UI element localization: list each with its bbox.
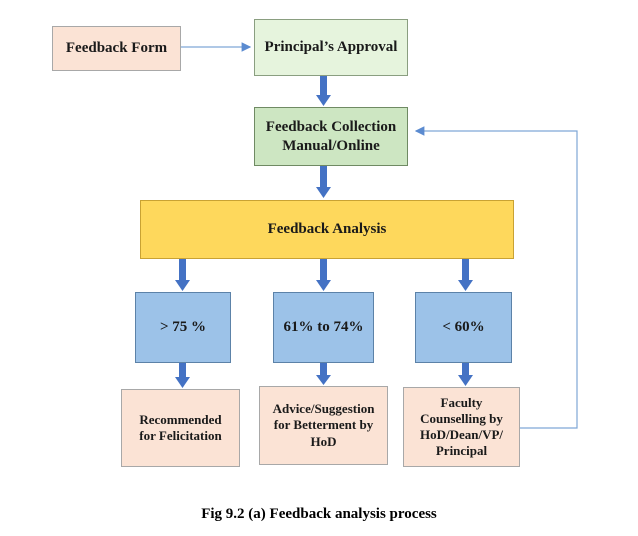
figure-caption: Fig 9.2 (a) Feedback analysis process <box>201 506 437 522</box>
counselling-box: Faculty Counselling by HoD/Dean/VP/ Prin… <box>403 387 520 467</box>
arrow-below60-to-counselling <box>458 363 473 386</box>
feedback-collection-box: Feedback Collection Manual/Online <box>254 107 408 166</box>
principal-approval-box: Principal’s Approval <box>254 19 408 76</box>
arrow-analysis-to-61-74 <box>316 259 331 291</box>
arrow-collection-to-analysis <box>316 166 331 198</box>
arrow-approval-to-collection <box>316 76 331 106</box>
recommended-box: Recommended for Felicitation <box>121 389 240 467</box>
range-61-74-box: 61% to 74% <box>273 292 374 363</box>
above-75-box: > 75 % <box>135 292 231 363</box>
arrow-analysis-to-below60 <box>458 259 473 291</box>
arrow-above75-to-recommended <box>175 363 190 388</box>
feedback-form-box: Feedback Form <box>52 26 181 71</box>
advice-box: Advice/Suggestion for Betterment by HoD <box>259 386 388 465</box>
below-60-box: < 60% <box>415 292 512 363</box>
arrow-analysis-to-above75 <box>175 259 190 291</box>
feedback-loop-connector <box>414 126 578 429</box>
feedback-analysis-box: Feedback Analysis <box>140 200 514 259</box>
arrow-61-74-to-advice <box>316 363 331 385</box>
